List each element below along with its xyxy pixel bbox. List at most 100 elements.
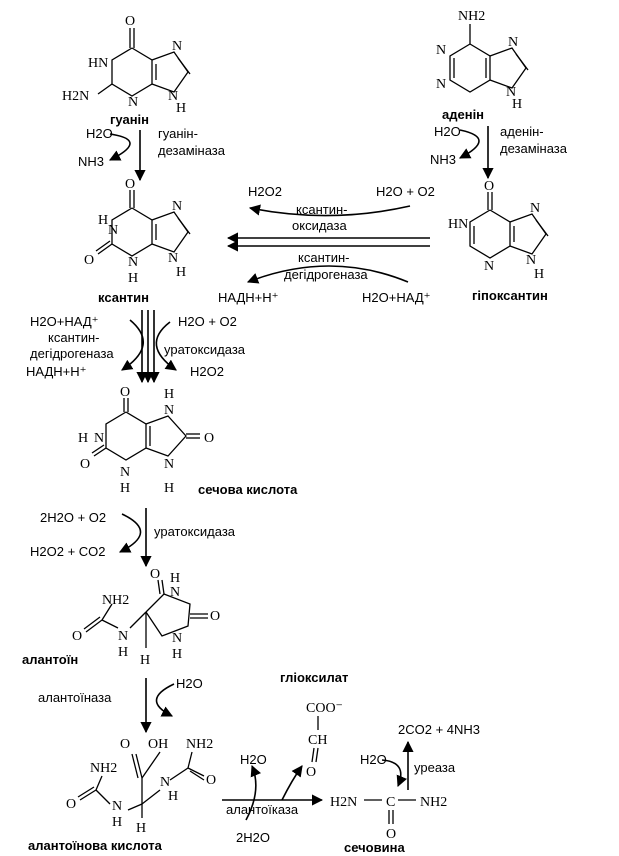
allantoin-h3: H bbox=[172, 647, 182, 662]
urea-o: O bbox=[386, 827, 396, 842]
allantoinase-h2o: H2O bbox=[176, 676, 203, 691]
hypoxanthine-o: O bbox=[484, 179, 494, 194]
left-xdh-1: ксантин- bbox=[48, 330, 99, 345]
arrow-xanthine-dh-side bbox=[246, 265, 409, 284]
top-h2o-o2: H2O + O2 bbox=[376, 184, 435, 199]
mid-h2o-nad: H2O+НАД⁺ bbox=[362, 290, 430, 305]
adenine-n7: N bbox=[508, 35, 518, 50]
xanthine-n7: N bbox=[172, 199, 182, 214]
xanthine-h9: H bbox=[176, 265, 186, 280]
urease-h2o: H2O bbox=[360, 752, 387, 767]
arrow-xanthine-oxidase-side bbox=[248, 204, 411, 217]
xdh-enzyme-1: ксантин- bbox=[298, 250, 349, 265]
guanine-hn: HN bbox=[88, 56, 108, 71]
allantoic-n-left: N bbox=[112, 799, 122, 814]
allantoicase-2h2o: 2H2O bbox=[236, 830, 270, 845]
adenine-nh3: NH3 bbox=[430, 152, 456, 167]
allantoic-acid-label: алантоїнова кислота bbox=[28, 838, 163, 853]
guanine-label: гуанін bbox=[110, 112, 149, 127]
uric-acid-structure: O H N O N H H N O N H bbox=[78, 385, 214, 496]
urea-structure: H2N C NH2 O bbox=[330, 795, 447, 842]
uric-h9: H bbox=[164, 481, 174, 496]
allantoic-o-carbonyl: O bbox=[120, 737, 130, 752]
guanine-enzyme-2: дезаміназа bbox=[158, 143, 226, 158]
uric-h3: H bbox=[120, 481, 130, 496]
allantoic-o-right: O bbox=[206, 773, 216, 788]
adenine-n9: N bbox=[506, 85, 516, 100]
urea-c: C bbox=[386, 795, 395, 810]
allantoin-n1: N bbox=[170, 585, 180, 600]
adenine-n3: N bbox=[436, 77, 446, 92]
uric-o6: O bbox=[120, 385, 130, 400]
hypoxanthine-label: гіпоксантин bbox=[472, 288, 548, 303]
glyoxylate-ch: CH bbox=[308, 733, 327, 748]
allantoic-n-right: N bbox=[160, 775, 170, 790]
xanthine-label: ксантин bbox=[98, 290, 149, 305]
arrow-guanine-side bbox=[108, 133, 131, 161]
guanine-n7: N bbox=[172, 39, 182, 54]
hypoxanthine-h9: H bbox=[534, 267, 544, 282]
guanine-h9: H bbox=[176, 101, 186, 116]
allantoic-h-right: H bbox=[168, 789, 178, 804]
uric-o8: O bbox=[204, 431, 214, 446]
hypoxanthine-n9: N bbox=[526, 253, 536, 268]
adenine-n1: N bbox=[436, 43, 446, 58]
urea-nh2: NH2 bbox=[420, 795, 447, 810]
guanine-n9: N bbox=[168, 89, 178, 104]
arrow-right-uox-side bbox=[155, 321, 177, 371]
xanthine-structure: O H N O N H N N H bbox=[84, 177, 191, 286]
guanine-nh2: H2N bbox=[62, 89, 89, 104]
allantoic-h-left: H bbox=[112, 815, 122, 830]
allantoic-oh: OH bbox=[148, 737, 168, 752]
xanthine-o2: O bbox=[84, 253, 94, 268]
hypoxanthine-hn: HN bbox=[448, 217, 468, 232]
uric-acid-label: сечова кислота bbox=[198, 482, 298, 497]
allantoin-nh-h: H bbox=[118, 645, 128, 660]
adenine-h2o: H2O bbox=[434, 124, 461, 139]
allantoicase-h2o: H2O bbox=[240, 752, 267, 767]
arrow-uric-side bbox=[118, 513, 142, 553]
allantoinase-label: алантоїназа bbox=[38, 690, 112, 705]
hypoxanthine-structure: O HN N N N H bbox=[448, 179, 549, 282]
top-h2o2: H2O2 bbox=[248, 184, 282, 199]
guanine-h2o: H2O bbox=[86, 126, 113, 141]
left-xdh-2: дегідрогеназа bbox=[30, 346, 114, 361]
right-h2o-o2: H2O + O2 bbox=[178, 314, 237, 329]
xanthine-n9: N bbox=[168, 251, 178, 266]
uric-h7: H bbox=[164, 387, 174, 402]
uric-2h2o-o2: 2H2O + O2 bbox=[40, 510, 106, 525]
allantoin-o5: O bbox=[150, 567, 160, 582]
allantoin-h1: H bbox=[170, 571, 180, 586]
allantoin-structure: O H N O N H NH2 O N H H bbox=[72, 567, 220, 668]
uric-n9: N bbox=[164, 457, 174, 472]
left-nadh: НАДН+H⁺ bbox=[26, 364, 87, 379]
guanine-structure: O HN N N H N H2N bbox=[62, 14, 191, 116]
arrow-allantoicase-h2o bbox=[245, 764, 262, 821]
allantoin-nh2: NH2 bbox=[102, 593, 129, 608]
xanthine-hn1: H bbox=[98, 213, 108, 228]
adenine-structure: NH2 N N N N H bbox=[436, 9, 529, 112]
urea-label: сечовина bbox=[344, 840, 405, 855]
allantoin-o2: O bbox=[210, 609, 220, 624]
allantoin-nh: N bbox=[118, 629, 128, 644]
guanine-nh3: NH3 bbox=[78, 154, 104, 169]
mid-nadh: НАДН+H⁺ bbox=[218, 290, 279, 305]
adenine-label: аденін bbox=[442, 107, 484, 122]
allantoin-n3: N bbox=[172, 631, 182, 646]
allantoicase-label: алантоїказа bbox=[226, 802, 299, 817]
glyoxylate-coo: COO⁻ bbox=[306, 701, 343, 716]
allantoin-label: алантоїн bbox=[22, 652, 78, 667]
xanthine-o6: O bbox=[125, 177, 135, 192]
adenine-h9: H bbox=[512, 97, 522, 112]
arrow-left-xdh-side bbox=[121, 319, 145, 371]
arrow-allantoinase-side bbox=[155, 683, 175, 717]
allantoic-nh2-right: NH2 bbox=[186, 737, 213, 752]
allantoin-ch-h: H bbox=[140, 653, 150, 668]
glyoxylate-label: гліоксилат bbox=[280, 670, 348, 685]
uric-h1: H bbox=[78, 431, 88, 446]
uric-n1: N bbox=[94, 431, 104, 446]
urea-h2n: H2N bbox=[330, 795, 357, 810]
xanthine-h3: H bbox=[128, 271, 138, 286]
xo-enzyme-2: оксидаза bbox=[292, 218, 347, 233]
allantoic-o-left: O bbox=[66, 797, 76, 812]
